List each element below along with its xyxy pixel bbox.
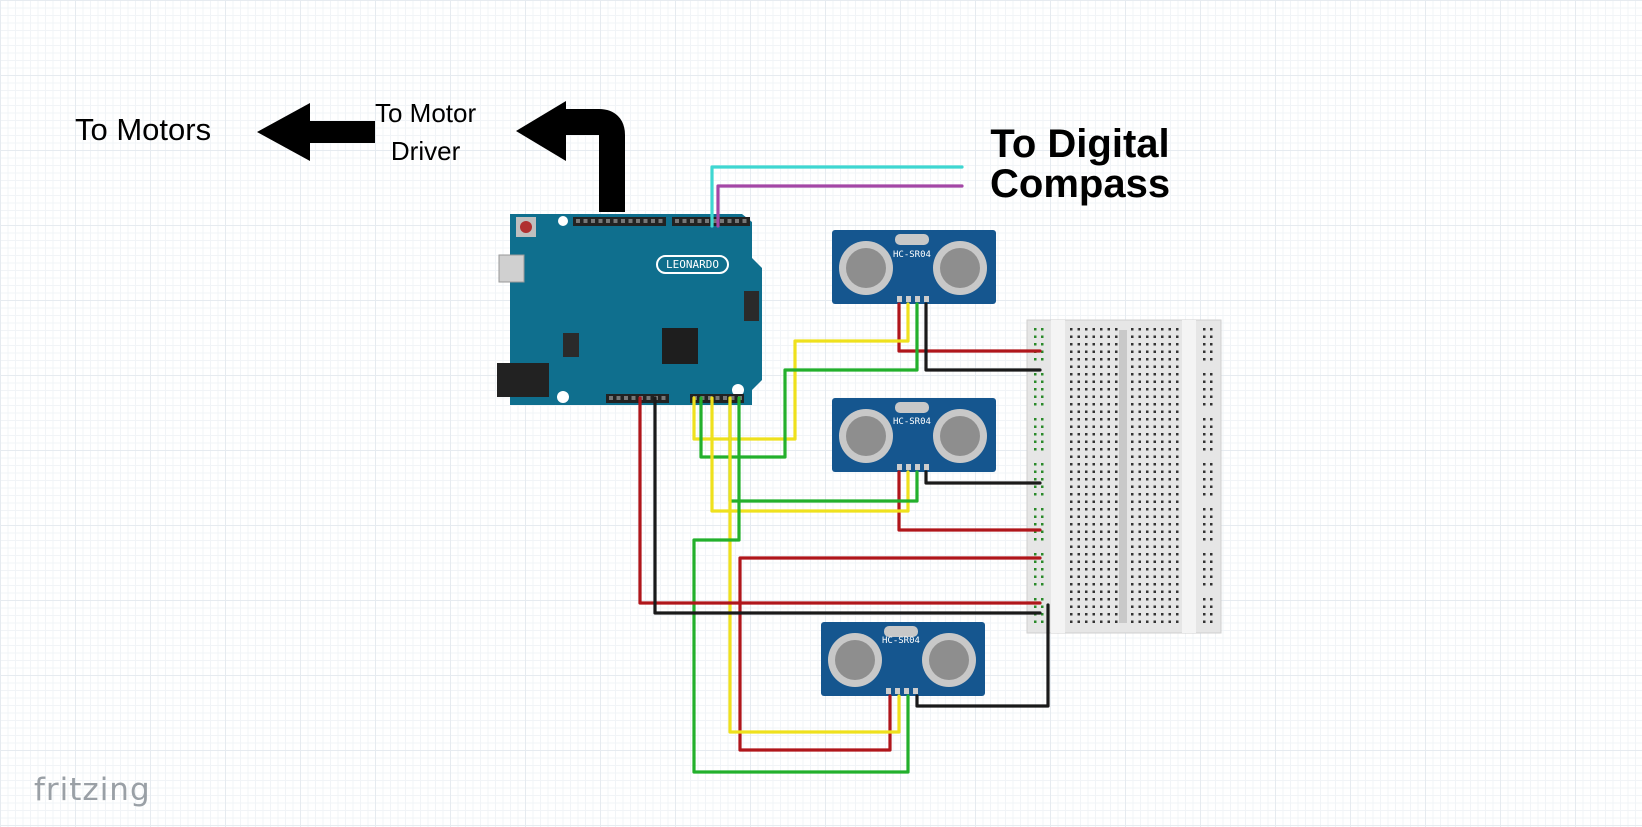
wire-purple-2 bbox=[716, 184, 964, 228]
ultrasonic-sensor-1 bbox=[832, 230, 996, 304]
transducer-mesh-icon bbox=[940, 416, 980, 456]
sensor-pin bbox=[924, 296, 929, 302]
wire-green-6 bbox=[699, 302, 919, 459]
sensor-pin bbox=[897, 464, 902, 470]
wire-black-4 bbox=[924, 302, 1042, 372]
sensor-1-model: HC-SR04 bbox=[893, 250, 931, 260]
board-name-badge: LEONARDO bbox=[656, 255, 729, 274]
transducer-mesh-icon bbox=[846, 248, 886, 288]
label-to-motors: To Motors bbox=[75, 112, 212, 147]
wire-red-3 bbox=[897, 302, 1042, 353]
sensor-pin bbox=[924, 464, 929, 470]
fritzing-logo: fritzing bbox=[34, 772, 151, 808]
sensor-pin bbox=[904, 688, 909, 694]
transducer-mesh-icon bbox=[835, 640, 875, 680]
label-motor-driver-line1: To Motor bbox=[375, 98, 477, 128]
arrow-up-left-icon bbox=[562, 109, 625, 212]
reset-button-icon bbox=[520, 221, 532, 233]
wire-black-7 bbox=[924, 470, 1042, 485]
sensor-pin bbox=[895, 688, 900, 694]
transducer-mesh-icon bbox=[940, 248, 980, 288]
wire-red-15 bbox=[638, 396, 1042, 605]
arrow-head-left-icon bbox=[516, 101, 566, 161]
breadboard bbox=[1026, 319, 1222, 634]
crystal-icon bbox=[895, 402, 929, 413]
sensor-pin bbox=[913, 688, 918, 694]
sensor-2-model: HC-SR04 bbox=[893, 417, 931, 427]
label-compass-line2: Compass bbox=[990, 162, 1171, 206]
wire-yellow-5 bbox=[692, 302, 910, 441]
sensor-pin bbox=[897, 296, 902, 302]
wire-black-14 bbox=[915, 603, 1050, 708]
crystal-icon bbox=[895, 234, 929, 245]
sensor-pin bbox=[915, 296, 920, 302]
wire-yellow-12 bbox=[728, 396, 901, 734]
ultrasonic-sensor-3 bbox=[821, 622, 985, 696]
label-motor-driver-line2: Driver bbox=[390, 136, 461, 166]
crystal-icon bbox=[884, 626, 918, 637]
label-to-motor-driver: To Motor Driver bbox=[375, 94, 476, 170]
wire-red-8 bbox=[897, 470, 1042, 532]
sensor-pin bbox=[886, 688, 891, 694]
wire-black-16 bbox=[653, 396, 1042, 615]
label-compass-line1: To Digital bbox=[990, 122, 1170, 166]
wire-cyan-1 bbox=[710, 165, 964, 228]
wire-green-13 bbox=[692, 396, 910, 774]
arrow-left-icon bbox=[257, 103, 375, 161]
wire-yellow-9 bbox=[710, 396, 910, 513]
label-to-digital-compass: To Digital Compass bbox=[990, 124, 1170, 204]
sensor-pin bbox=[906, 464, 911, 470]
transducer-mesh-icon bbox=[846, 416, 886, 456]
arduino-leonardo-board bbox=[497, 214, 762, 405]
ultrasonic-sensor-2 bbox=[832, 398, 996, 472]
sensor-3-model: HC-SR04 bbox=[882, 636, 920, 646]
sensor-pin bbox=[906, 296, 911, 302]
sensor-pin bbox=[915, 464, 920, 470]
transducer-mesh-icon bbox=[929, 640, 969, 680]
